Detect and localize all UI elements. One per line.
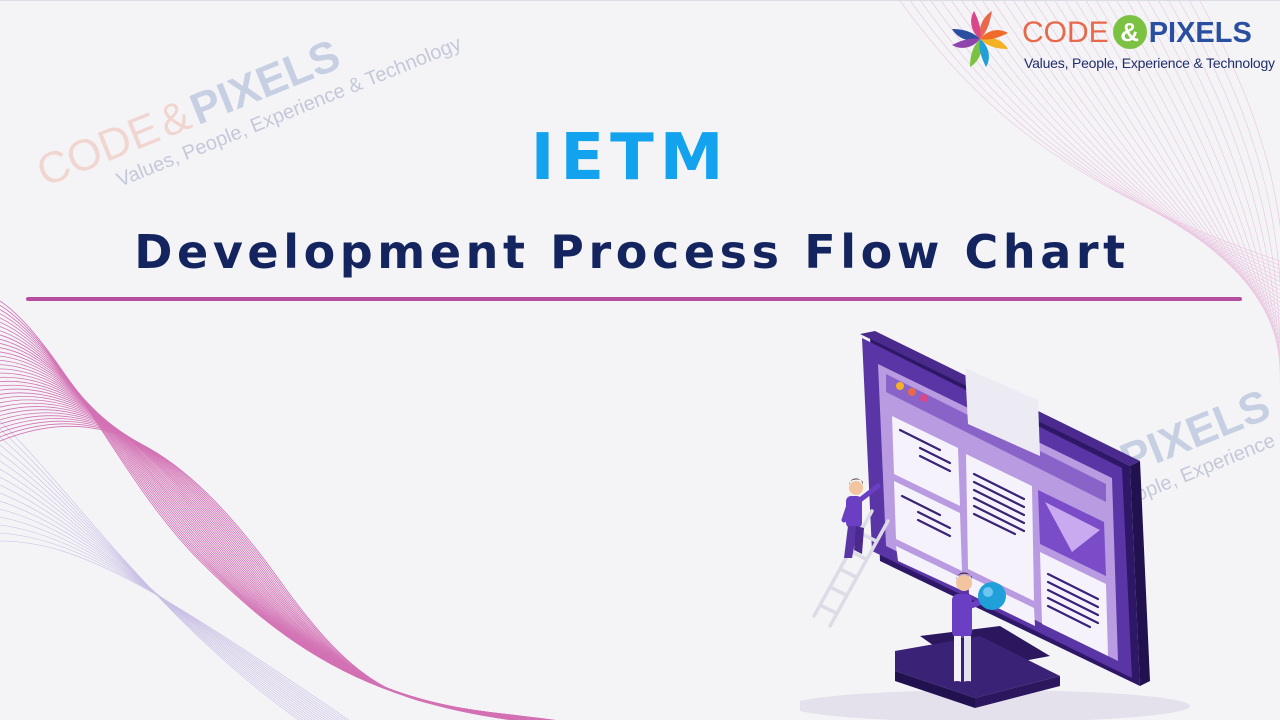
wave-line — [0, 313, 520, 720]
wave-line — [0, 436, 306, 720]
wave-line — [0, 364, 534, 720]
company-logo: CODE&PIXELS Values, People, Experience &… — [944, 5, 1275, 73]
wave-line — [0, 343, 528, 720]
wave-line — [0, 359, 533, 720]
wave-line — [0, 338, 527, 720]
wave-line — [0, 326, 523, 720]
wave-line — [0, 476, 323, 720]
wave-line — [0, 351, 531, 720]
wave-line — [0, 372, 537, 720]
wave-line — [0, 492, 330, 720]
wave-line — [0, 428, 303, 720]
wave-line — [0, 406, 548, 720]
logo-ampersand: & — [1112, 15, 1147, 50]
logo-word-pixels: PIXELS — [1148, 17, 1252, 49]
wave-line — [0, 409, 549, 720]
wave-line — [0, 392, 543, 720]
monitor-with-people-icon — [800, 331, 1190, 720]
wave-line — [0, 304, 517, 720]
wave-line — [0, 412, 550, 720]
logo-wordmark: CODE&PIXELS — [1022, 15, 1252, 50]
wave-line — [0, 317, 521, 720]
wave-line — [0, 388, 542, 720]
logo-tagline: Values, People, Experience & Technology — [1024, 55, 1275, 71]
pinwheel-logo-icon — [952, 11, 1008, 67]
wave-line — [0, 347, 530, 720]
wave-line — [0, 380, 539, 720]
wave-line — [0, 423, 555, 720]
wave-line — [0, 384, 540, 720]
wave-line — [0, 309, 519, 720]
wave-line — [0, 516, 340, 720]
logo-word-code: CODE — [1022, 16, 1109, 49]
wave-line — [0, 376, 538, 720]
wave-line — [0, 484, 326, 720]
wave-line — [0, 321, 522, 720]
wave-line — [0, 418, 552, 720]
wave-line — [0, 500, 333, 720]
wave-line — [0, 452, 313, 720]
wave-line — [0, 540, 350, 720]
wave-line — [0, 399, 545, 720]
wave-line — [0, 444, 310, 720]
slide-subtitle: Development Process Flow Chart — [134, 225, 1130, 279]
wave-line — [0, 330, 525, 720]
wave-line — [0, 300, 516, 720]
wave-line — [0, 532, 346, 720]
wave-line — [0, 402, 546, 720]
wave-line — [0, 355, 532, 720]
title-divider — [26, 297, 1242, 301]
slide-title: IETM — [530, 121, 730, 195]
wave-line — [0, 524, 343, 720]
wave-line — [0, 368, 536, 720]
wave-line — [0, 425, 556, 720]
wave-line — [0, 460, 316, 720]
wave-line — [0, 415, 551, 720]
wave-line — [0, 508, 336, 720]
wave-line — [0, 420, 554, 720]
wave-line — [0, 396, 544, 720]
wave-line — [0, 334, 526, 720]
wave-line — [0, 468, 320, 720]
wave-line — [0, 420, 300, 720]
